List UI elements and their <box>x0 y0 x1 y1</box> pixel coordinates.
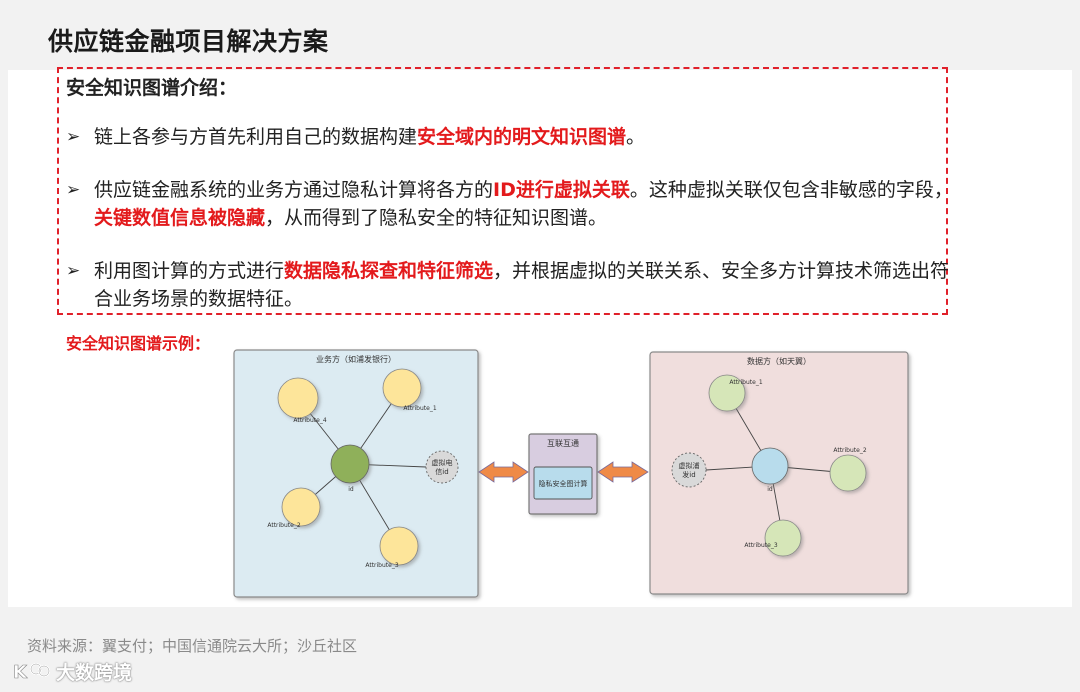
bullet-text-part: ，从而得到了隐私安全的特征知识图谱。 <box>265 207 608 229</box>
middle-panel-title: 互联互通 <box>547 438 579 448</box>
privacy-compute-label: 隐私安全图计算 <box>539 479 588 488</box>
bullet-text-part: ，并根据虚拟的关联关系、安全多方计算技术筛选出符合业务场景的数据特征。 <box>94 260 950 310</box>
example-label: 安全知识图谱示例： <box>66 334 211 353</box>
attribute-label: Attribute_3 <box>365 562 398 569</box>
bullet-text-part: 链上各参与方首先利用自己的数据构建 <box>94 126 418 148</box>
virtual-id-node <box>671 452 707 488</box>
virtual-id-node <box>425 450 459 484</box>
attribute-label: Attribute_1 <box>403 405 436 412</box>
bullet-text-part: 供应链金融系统的业务方通过隐私计算将各方的 <box>94 179 494 201</box>
watermark-logo: K 大数跨境 <box>12 657 132 685</box>
attribute-node <box>382 368 422 408</box>
id-label: id <box>348 486 354 493</box>
bullet-highlight: ID进行虚拟关联 <box>493 179 630 201</box>
source-citation: 资料来源：翼支付；中国信通院云大所；沙丘社区 <box>27 637 358 655</box>
right-panel: 数据方（如天翼） 虚拟浦 发id id Attribute_1 Attribut… <box>649 351 909 595</box>
attribute-node <box>379 526 419 566</box>
arrow-bullet-icon: ➢ <box>66 180 81 200</box>
logo-icon: K <box>13 662 50 683</box>
virtual-id-label: 虚拟电 <box>432 458 453 467</box>
right-panel-title: 数据方（如天翼） <box>747 356 811 366</box>
page-title: 供应链金融项目解决方案 <box>48 27 329 56</box>
attribute-label: Attribute_1 <box>729 379 762 386</box>
attribute-node <box>281 487 321 527</box>
intro-heading: 安全知识图谱介绍： <box>66 77 238 99</box>
attribute-node <box>764 519 802 557</box>
bullet-text: 供应链金融系统的业务方通过隐私计算将各方的ID进行虚拟关联。这种虚拟关联仅包含非… <box>94 176 954 232</box>
attribute-label: Attribute_3 <box>744 542 777 549</box>
arrow-bullet-icon: ➢ <box>66 127 81 147</box>
id-center-node <box>751 447 789 485</box>
virtual-id-label: 信id <box>435 467 448 476</box>
middle-panel: 互联互通 隐私安全图计算 <box>528 433 598 515</box>
privacy-compute-box <box>533 466 593 500</box>
attribute-label: Attribute_4 <box>293 417 326 424</box>
bullet-text: 链上各参与方首先利用自己的数据构建安全域内的明文知识图谱。 <box>94 123 954 151</box>
left-panel: 业务方（如浦发银行） 虚拟电 信id id Attribute_4 Attrib… <box>233 349 479 598</box>
attribute-label: Attribute_2 <box>833 447 866 454</box>
left-panel-title: 业务方（如浦发银行） <box>316 354 396 364</box>
bullet-highlight: 安全域内的明文知识图谱 <box>417 126 627 148</box>
bullet-text: 利用图计算的方式进行数据隐私探查和特征筛选，并根据虚拟的关联关系、安全多方计算技… <box>94 257 954 313</box>
bullet-text-part: 。 <box>626 126 646 148</box>
header-bar: 供应链金融项目解决方案 <box>0 0 1080 70</box>
attribute-node <box>829 454 867 492</box>
bullet-highlight: 数据隐私探查和特征筛选 <box>284 260 494 282</box>
bullet-highlight: 关键数值信息被隐藏 <box>94 207 266 229</box>
attribute-node <box>277 377 319 419</box>
svg-text:K: K <box>13 662 28 683</box>
virtual-id-label: 发id <box>682 470 695 479</box>
id-center-node <box>330 444 370 484</box>
logo-text: 大数跨境 <box>56 661 133 684</box>
bullet-text-part: 。这种虚拟关联仅包含非敏感的字段， <box>629 179 953 201</box>
bullet-text-part: 利用图计算的方式进行 <box>94 260 285 282</box>
arrow-bullet-icon: ➢ <box>66 261 81 281</box>
attribute-node <box>708 374 746 412</box>
double-arrow-icon <box>478 461 529 483</box>
id-label: id <box>767 486 773 493</box>
intro-box <box>57 67 948 315</box>
virtual-id-label: 虚拟浦 <box>679 461 700 470</box>
attribute-label: Attribute_2 <box>267 522 300 529</box>
double-arrow-icon <box>597 461 649 483</box>
